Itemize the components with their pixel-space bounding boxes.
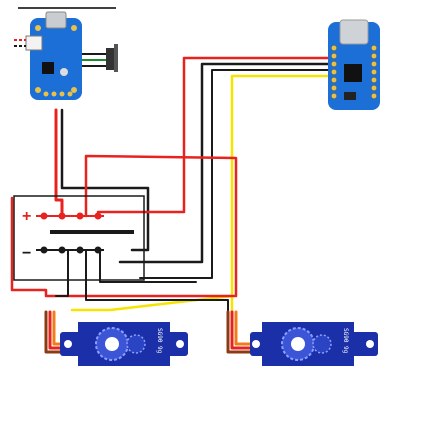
servo-right-mount-hole <box>252 340 260 348</box>
charger-chip <box>42 62 54 74</box>
servo-right-label: SG90 9g <box>342 328 349 354</box>
wire-power-to-controller <box>96 56 332 214</box>
servo-left-gear-small <box>126 334 146 354</box>
servo-left-label: SG90 9g <box>156 328 163 354</box>
servo-left-mount-hole <box>64 340 72 348</box>
wire-charger-black <box>60 108 150 252</box>
wire-ground-to-controller-2 <box>139 69 331 279</box>
wires <box>10 56 332 354</box>
bus-frame <box>13 195 145 281</box>
wire-ground-minus <box>99 249 197 283</box>
negative-rail-label: − <box>22 245 31 262</box>
servo-right-mount-hole-2 <box>366 340 374 348</box>
controller-pins <box>331 45 377 99</box>
bus-divider <box>50 230 134 234</box>
servo-right-gear-small <box>312 334 332 354</box>
jst-connector <box>25 35 43 51</box>
servo-right-horn <box>291 337 305 351</box>
charger-board <box>14 11 106 100</box>
wire-power-loop <box>10 154 238 298</box>
servo-left-mount-hole-2 <box>176 340 184 348</box>
micro-usb-port <box>45 11 67 29</box>
controller-chip <box>344 64 362 82</box>
slide-switch <box>106 44 118 72</box>
reset-button <box>344 92 356 100</box>
servo-left: SG90 9g <box>60 322 188 366</box>
wire-ground-servo-left <box>55 249 69 297</box>
servo-left-horn <box>105 337 119 351</box>
usb-c-port <box>339 19 369 45</box>
charger-led <box>60 68 68 76</box>
wire-charger-red <box>54 108 64 218</box>
wire-ground-servo-bus <box>85 249 229 313</box>
charger-pads <box>35 25 77 97</box>
wire-ground-to-controller <box>118 62 332 264</box>
charger-pcb <box>30 18 82 100</box>
qt-py-microcontroller <box>328 19 380 110</box>
servo-right: SG90 9g <box>250 322 378 366</box>
power-distribution-bus: + − <box>13 195 145 281</box>
positive-rail-label: + <box>22 208 31 225</box>
